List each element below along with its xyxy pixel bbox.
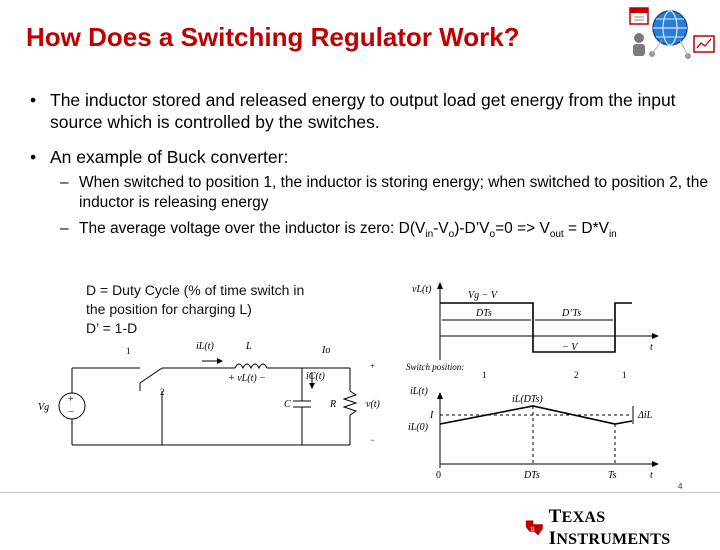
sub-bullet-2: – The average voltage over the inductor … — [60, 219, 710, 241]
wave-label-zero: 0 — [436, 470, 441, 481]
duty-line-1: D = Duty Cycle (% of time switch in — [86, 282, 305, 298]
network-dots-icon — [649, 39, 691, 59]
wave-label-ildts: iL(DTs) — [512, 394, 543, 405]
svg-text:ti: ti — [531, 526, 535, 533]
label-io: Io — [321, 345, 330, 356]
sub-bullet-2-text: The average voltage over the inductor is… — [79, 220, 617, 241]
person-icon — [633, 33, 645, 56]
wave-label-sw-pos2: 2 — [574, 370, 579, 380]
label-vt: v(t) — [366, 399, 381, 410]
bullet-marker: • — [30, 90, 37, 110]
inductor-waveforms: vL(t) Vg − V DTs D’Ts − V t Switch posit… — [406, 282, 659, 481]
source-plus: + — [68, 394, 74, 405]
wave-label-sw-pos1b: 1 — [622, 370, 627, 380]
sub-bullet-1: – When switched to position 1, the induc… — [60, 173, 710, 213]
texas-state-logo-icon: ti — [525, 520, 543, 536]
label-ic: iC(t) — [306, 371, 326, 382]
bullet-1: • The inductor stored and released energ… — [30, 89, 700, 133]
wave-label-switch-position: Switch position: — [406, 362, 464, 372]
bullet-2: • An example of Buck converter: — [30, 146, 700, 168]
wave-label-delta-il: ΔiL — [637, 410, 653, 421]
buck-converter-circuit: + − Vg 1 2 iL(t) L Io + vL(t) − iC(t) C … — [38, 341, 381, 446]
footer-divider — [0, 492, 720, 493]
label-pos1: 1 — [126, 346, 131, 356]
label-r: R — [329, 399, 336, 410]
decorative-icons-cluster — [629, 7, 715, 59]
globe-icon — [652, 10, 688, 46]
wave-label-dts: DTs — [475, 308, 492, 319]
wave-label-minus-v: − V — [562, 342, 579, 353]
wave-label-vl: vL(t) — [412, 284, 432, 295]
label-vl: + vL(t) − — [228, 373, 266, 384]
wave-label-dpts: D’Ts — [561, 308, 581, 319]
duty-line-2: the position for charging L) — [86, 301, 252, 317]
wave-label-t: t — [650, 342, 653, 353]
label-pos2: 2 — [160, 387, 165, 397]
wave-label-sw-pos1: 1 — [482, 370, 487, 380]
sub-bullet-1-text: When switched to position 1, the inducto… — [79, 174, 708, 211]
duty-cycle-note: D = Duty Cycle (% of time switch in the … — [86, 281, 346, 338]
source-minus: − — [68, 407, 74, 418]
wave-label-t2: t — [650, 470, 653, 481]
page-number: 4 — [678, 482, 683, 491]
wave-label-il: iL(t) — [410, 386, 428, 397]
wave-label-il0: iL(0) — [408, 422, 429, 433]
label-il: iL(t) — [196, 341, 214, 352]
ti-logo: ti TEXAS INSTRUMENTS — [524, 506, 720, 550]
output-plus: + — [370, 361, 375, 371]
sub-bullet-marker: – — [60, 174, 69, 191]
wave-label-ts: Ts — [608, 470, 617, 481]
bullet-marker: • — [30, 147, 37, 167]
ti-wordmark: TEXAS INSTRUMENTS — [548, 506, 671, 549]
calendar-icon — [629, 7, 649, 25]
output-minus: − — [370, 435, 375, 445]
bullet-1-text: The inductor stored and released energy … — [50, 90, 676, 132]
chart-card-icon — [693, 35, 715, 53]
wave-label-vg-minus-v: Vg − V — [468, 290, 499, 301]
label-L: L — [245, 341, 252, 352]
label-c: C — [284, 399, 291, 410]
bullet-2-text: An example of Buck converter: — [50, 147, 289, 167]
slide-title: How Does a Switching Regulator Work? — [26, 22, 520, 52]
wave-label-I: I — [429, 410, 434, 421]
wave-label-dts2: DTs — [523, 470, 540, 481]
sub-bullet-marker: – — [60, 220, 69, 237]
duty-line-3: D’ = 1-D — [86, 320, 138, 336]
label-vg: Vg — [38, 402, 49, 413]
